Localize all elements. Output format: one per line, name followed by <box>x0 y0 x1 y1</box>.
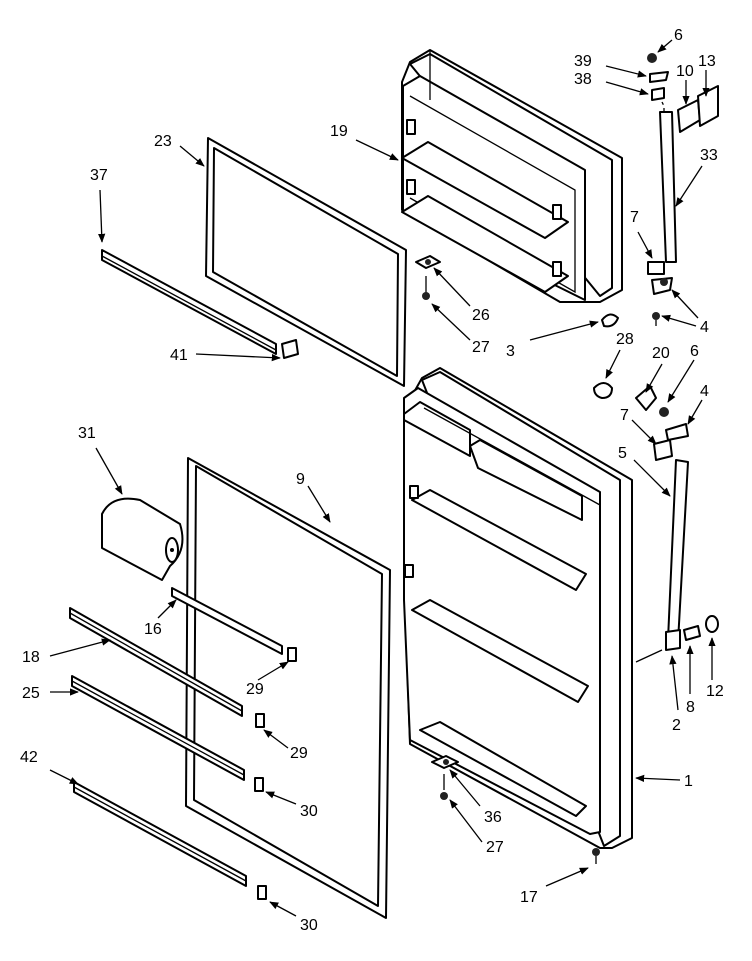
callout-1: 1 <box>684 773 693 790</box>
callout-12: 12 <box>706 683 724 700</box>
callout-10: 10 <box>676 63 694 80</box>
callout-7: 7 <box>630 209 639 226</box>
callout-13: 13 <box>698 53 716 70</box>
shelf-trim-42 <box>73 781 247 887</box>
leader-lines <box>49 39 716 917</box>
callout-27-lower: 27 <box>486 839 504 856</box>
callout-30: 30 <box>300 803 318 820</box>
trim-end-caps <box>254 647 297 900</box>
callout-4-lower: 4 <box>700 383 709 400</box>
callout-31: 31 <box>78 425 96 442</box>
callout-37: 37 <box>90 167 108 184</box>
callout-8: 8 <box>686 699 695 716</box>
fresh-food-door <box>403 367 633 849</box>
callout-39: 39 <box>574 53 592 70</box>
callout-20: 20 <box>652 345 670 362</box>
callout-19: 19 <box>330 123 348 140</box>
top-hinge-assembly <box>647 53 719 326</box>
callout-4: 4 <box>700 319 709 336</box>
callout-41: 41 <box>170 347 188 364</box>
callout-2: 2 <box>672 717 681 734</box>
callout-6: 6 <box>674 27 683 44</box>
callout-16: 16 <box>144 621 162 638</box>
callout-5: 5 <box>618 445 627 462</box>
callout-23: 23 <box>154 133 172 150</box>
callout-30-lower: 30 <box>300 917 318 934</box>
fresh-food-door-gasket <box>185 457 391 919</box>
callout-33: 33 <box>700 147 718 164</box>
callout-17: 17 <box>520 889 538 906</box>
freezer-door-gasket <box>205 137 407 387</box>
callout-27: 27 <box>472 339 490 356</box>
center-hinge-assembly <box>593 382 719 651</box>
callout-18: 18 <box>22 649 40 666</box>
callout-36: 36 <box>484 809 502 826</box>
shelf-trim-25 <box>71 675 245 781</box>
callout-6-lower: 6 <box>690 343 699 360</box>
freezer-stop-hardware <box>415 255 619 328</box>
shelf-trim-16 <box>171 587 283 655</box>
callout-9: 9 <box>296 471 305 488</box>
freezer-door <box>401 49 623 303</box>
trim-clip <box>281 339 299 359</box>
callout-38: 38 <box>574 71 592 88</box>
shelf-trim-18 <box>69 607 243 717</box>
fresh-food-stop-hardware <box>431 755 600 864</box>
callout-29-lower: 29 <box>290 745 308 762</box>
callout-labels: 6 39 38 10 13 33 19 23 37 7 4 26 27 3 41… <box>20 27 724 934</box>
callout-26: 26 <box>472 307 490 324</box>
callout-25: 25 <box>22 685 40 702</box>
dairy-door <box>101 497 184 581</box>
callout-7-lower: 7 <box>620 407 629 424</box>
callout-42: 42 <box>20 749 38 766</box>
callout-29: 29 <box>246 681 264 698</box>
callout-3: 3 <box>506 343 515 360</box>
callout-28: 28 <box>616 331 634 348</box>
